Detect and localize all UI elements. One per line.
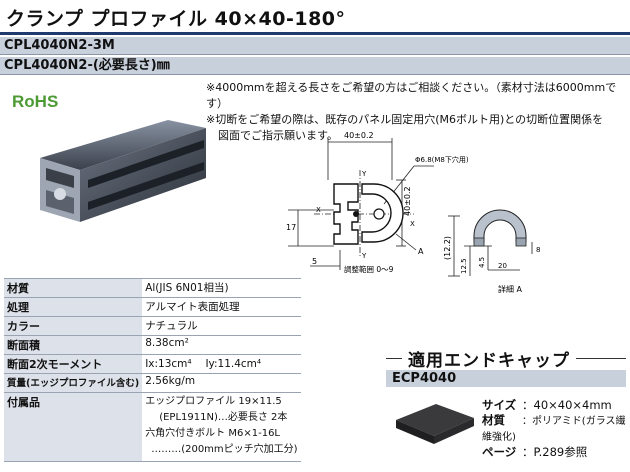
table-row: 付属品 エッジプロファイル 19×11.5 (EPL1911N)…必要長さ 2本… — [4, 392, 301, 462]
end-cap-spec: サイズ ：40×40×4mm 材質：ポリアミド(ガラス繊維強化) ページ ：P.28… — [482, 398, 630, 460]
table-row: 断面積 8.38cm² — [4, 335, 301, 355]
rohs-mark: RoHS — [12, 92, 59, 111]
dimension-17: 17 — [286, 223, 296, 232]
table-row: 材質 Al(JIS 6N01相当) — [4, 278, 301, 298]
accessory-line: エッジプロファイル 19×11.5 — [145, 396, 282, 407]
detail-dimension-12-2: (12.2) — [443, 236, 452, 260]
table-row: カラー ナチュラル — [4, 316, 301, 336]
end-cap-heading: 適用エンドキャップ — [402, 346, 576, 371]
table-row: 処理 アルマイト表面処理 — [4, 297, 301, 317]
accessory-line: 六角穴付きボルト M6×1-16L — [145, 428, 281, 439]
size-key: サイズ — [482, 398, 517, 412]
end-cap-image — [396, 404, 474, 444]
notes: ※4000mmを超える長さをご希望の方はご相談ください。（素材寸法は6000mm… — [206, 80, 626, 144]
note-line: ※4000mmを超える長さをご希望の方はご相談ください。（素材寸法は6000mm… — [206, 81, 617, 110]
spec-value: 8.38cm² — [142, 335, 301, 355]
end-cap-code: ECP4040 — [386, 370, 626, 387]
note-line: 図面でご指示願います。 — [218, 129, 338, 142]
size-value: ：40×40×4mm — [522, 398, 612, 412]
detail-dimension-8: 8 — [536, 246, 540, 254]
height-dimension: 40±0.2 — [403, 186, 412, 216]
product-code-2: CPL4040N2-(必要長さ)㎜ — [0, 57, 630, 75]
material-value: ：ポリアミド(ガラス繊維強化) — [482, 416, 626, 443]
detail-dimension-4-5: 4.5 — [478, 257, 486, 268]
detail-dimension-20: 20 — [498, 262, 507, 270]
spec-table: 材質 Al(JIS 6N01相当) 処理 アルマイト表面処理 カラー ナチュラル… — [4, 278, 301, 462]
axis-label-y-top: Y — [361, 170, 367, 178]
note-line: ※切断をご希望の際は、既存のパネル固定用穴(M6ボルト用)との切断位置関係を — [206, 113, 604, 126]
detail-label: 詳細 A — [498, 284, 523, 294]
spec-key: 材質 — [4, 278, 143, 298]
spec-value: Al(JIS 6N01相当) — [142, 278, 301, 298]
dimension-5: 5 — [312, 257, 317, 266]
page-key: ページ — [482, 445, 517, 459]
axis-label-y-bottom: Y — [361, 252, 367, 260]
spec-key: 付属品 — [4, 392, 143, 462]
table-row: 断面2次モーメント Ix:13cm⁴ Iy:11.4cm⁴ — [4, 354, 301, 374]
detail-marker-a: A — [418, 247, 424, 256]
spec-key: 処理 — [4, 297, 143, 317]
detail-dimension-12-5: 12.5 — [460, 258, 468, 274]
spec-key: 断面積 — [4, 335, 143, 355]
profile-product-image — [40, 120, 206, 222]
title-underline — [0, 32, 630, 35]
page-value: ：P.289参照 — [522, 445, 588, 459]
page-title: クランプ プロファイル 40×40-180° — [6, 8, 346, 30]
spec-value: ナチュラル — [142, 316, 301, 336]
axis-label-x-right: X — [410, 220, 415, 228]
material-key: 材質 — [482, 413, 505, 427]
axis-label-x-left: X — [316, 206, 321, 214]
spec-key: 断面2次モーメント — [4, 354, 143, 374]
product-code-1: CPL4040N2-3M — [0, 37, 630, 55]
spec-value: アルマイト表面処理 — [142, 297, 301, 317]
adjust-range: 調整範囲 0～9 — [344, 264, 394, 274]
hole-label: Φ6.8(M8下穴用) — [415, 155, 469, 164]
spec-key: 質量(エッジプロファイル含む) — [4, 373, 143, 393]
spec-key: カラー — [4, 316, 143, 336]
accessories-cell: エッジプロファイル 19×11.5 (EPL1911N)…必要長さ 2本 六角穴… — [142, 392, 301, 462]
spec-value: 2.56kg/m — [142, 373, 301, 393]
table-row: 質量(エッジプロファイル含む) 2.56kg/m — [4, 373, 301, 393]
detail-a-drawing: (12.2) 12.5 4.5 20 8 詳細 A — [443, 209, 540, 294]
accessory-line: (EPL1911N)…必要長さ 2本 — [159, 412, 288, 423]
cross-section-drawing: 40±0.2 Φ6.8(M8下穴用) 40±0.2 17 5 調整範囲 0～9 … — [286, 131, 469, 274]
accessory-line: ………(200mmピッチ穴加工分) — [151, 444, 298, 455]
spec-value: Ix:13cm⁴ Iy:11.4cm⁴ — [142, 354, 301, 374]
width-dimension: 40±0.2 — [344, 131, 374, 140]
